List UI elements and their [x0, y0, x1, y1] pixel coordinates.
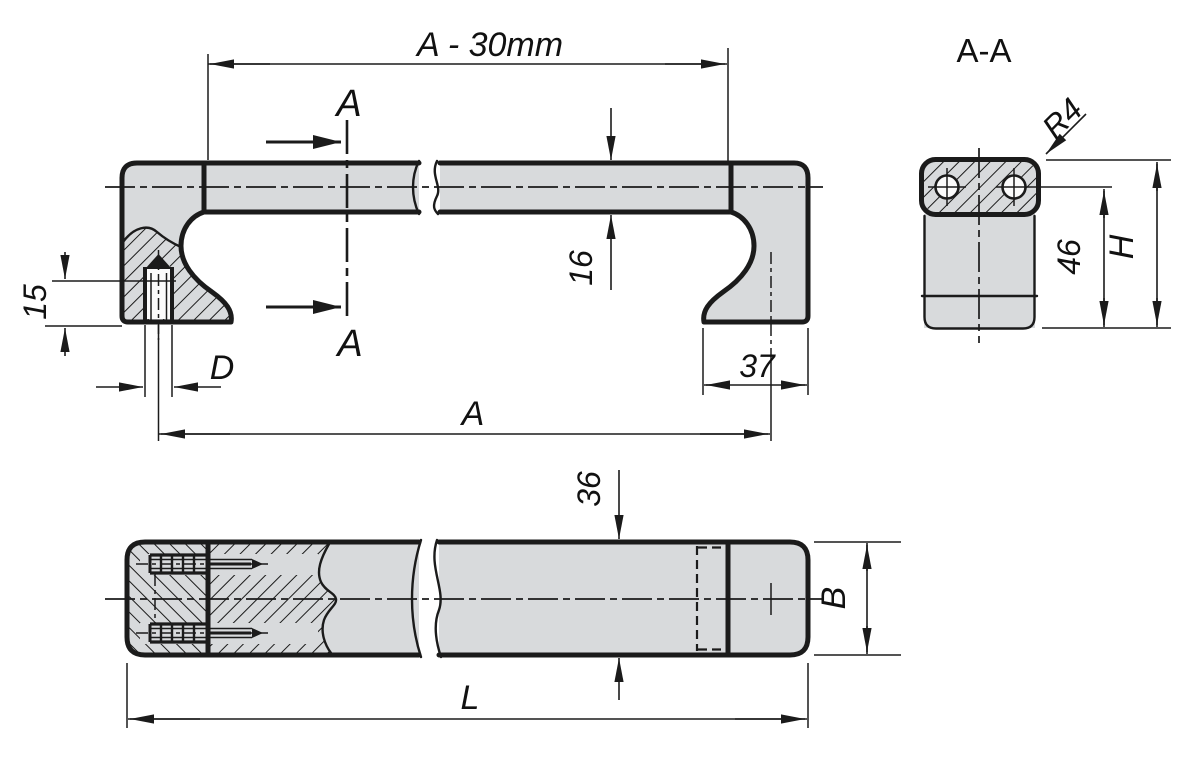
- dim-l: L: [126, 663, 809, 728]
- dim-37-text: 37: [739, 348, 776, 384]
- bar-edges-right: [437, 160, 734, 215]
- fixing-screw-top: [136, 553, 270, 575]
- bottom-view: 36 B L: [105, 470, 901, 728]
- dim-l-text: L: [461, 679, 480, 717]
- bar-edges-left: [201, 160, 422, 215]
- dim-46-text: 46: [1051, 239, 1087, 275]
- dim-46: 46: [1042, 189, 1171, 329]
- partial-section-break: [121, 226, 183, 249]
- dim-a-text: A: [460, 395, 485, 433]
- section-view-title: A-A: [956, 32, 1011, 69]
- screw-hole-right: [996, 168, 1112, 206]
- hidden-edges: [695, 546, 727, 651]
- dim-36: 36: [571, 470, 624, 700]
- dim-d: D: [96, 325, 234, 397]
- right-foot: [701, 160, 811, 325]
- dim-15: 15: [17, 252, 176, 356]
- dim-37: 37: [702, 328, 809, 395]
- section-plane: A A: [266, 83, 363, 365]
- r4-text: R4: [1035, 91, 1089, 145]
- dim-16: 16: [563, 108, 616, 290]
- dim-a30-text: A - 30mm: [415, 26, 563, 64]
- bottom-outline-right: [436, 539, 811, 658]
- break-line: [432, 159, 440, 216]
- section-label-bottom: A: [335, 323, 362, 365]
- dim-a: A: [157, 325, 772, 441]
- callout-r4: R4: [1035, 91, 1089, 155]
- dim-d-text: D: [210, 349, 235, 387]
- dim-b: B: [814, 541, 901, 656]
- fixing-screw-bottom: [136, 622, 270, 644]
- dim-15-text: 15: [17, 284, 53, 320]
- dim-h: H: [1046, 159, 1171, 327]
- dim-a-minus-30: A - 30mm: [207, 26, 729, 161]
- dim-16-text: 16: [563, 250, 599, 286]
- break-line: [433, 538, 443, 659]
- section-view-aa: A-A R4: [919, 32, 1171, 343]
- screw-hole-left: [928, 168, 966, 206]
- dim-36-text: 36: [571, 471, 607, 507]
- dim-b-text: B: [815, 587, 853, 610]
- dim-h-text: H: [1103, 234, 1141, 259]
- partial-section-break: [317, 542, 338, 655]
- section-label-top: A: [334, 83, 361, 125]
- front-view: A A A - 30mm 16 15: [17, 26, 823, 441]
